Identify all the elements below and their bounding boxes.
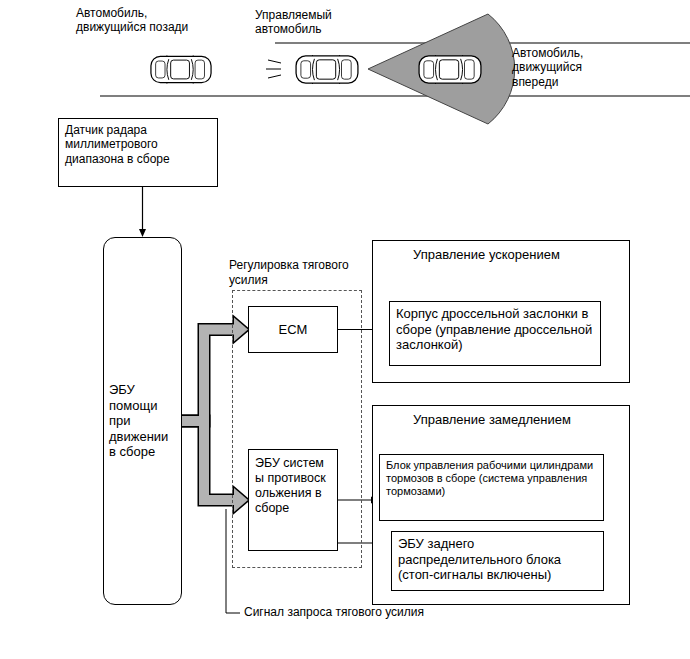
group-box: Управление ускорениемКорпус дроссельной … [372,240,630,383]
arrow-shaft [182,421,236,500]
arrow-head [234,488,248,512]
box-label: Датчик радара миллиметрового диапазона в… [65,123,211,166]
box-label: Управление замедлением [413,412,621,428]
connector [139,187,146,237]
front-car [419,55,481,84]
arrow-head [234,318,248,342]
box-label: ЭБУ заднего распределительного блока (ст… [398,536,597,583]
leader-line [226,509,240,613]
box-label: Управление ускорением [413,247,621,263]
motion-lines [266,60,281,78]
signal-label: Сигнал запроса тягового усилия [244,605,444,619]
arrow-head [139,229,146,237]
group-dashed: Регулировка тягового усилияECMЭБУ систем… [232,290,362,568]
component-box: Блок управления рабочими цилиндрами торм… [379,454,604,521]
rear-car [151,55,211,83]
controlled-car [296,55,358,84]
traction-arrow-outline [182,318,248,422]
component-box: ЭБУ заднего распределительного блока (ст… [391,531,604,591]
box-label: Корпус дроссельной заслонки в сборе (упр… [396,306,594,353]
box-label: ECM [279,322,308,338]
ecu-box: ЭБУ системы противоскольжения в сборе [248,449,338,551]
sensor-box: Датчик радара миллиметрового диапазона в… [58,118,218,187]
component-box: Корпус дроссельной заслонки в сборе (упр… [389,301,601,366]
traction-arrow-outline [182,421,248,512]
arrow-shaft [182,330,236,422]
ecu-box: ЭБУ помощи при движении в сборе [103,237,182,605]
radar-cone [368,14,515,124]
traction-arrow [182,318,248,422]
arrow-head [234,318,248,342]
box-label: ЭБУ системы противоскольжения в сборе [255,456,331,516]
box-label: Блок управления рабочими цилиндрами торм… [386,459,597,499]
group-heading: Регулировка тягового усилия [229,258,349,287]
arrow-head [234,488,248,512]
vehicle-label: Автомобиль, движущийся впереди [512,46,608,89]
box-label: ЭБУ помощи при движении в сборе [109,382,176,460]
traction-arrow [182,421,248,512]
vehicle-label: Автомобиль, движущийся позади [76,6,216,35]
group-box: Управление замедлениемБлок управления ра… [372,405,630,605]
connector-line [338,499,371,500]
road-edge [100,95,690,96]
vehicle-label: Управляемый автомобиль [255,8,365,37]
connector-line [142,187,143,229]
ecm-box: ECM [248,306,338,353]
